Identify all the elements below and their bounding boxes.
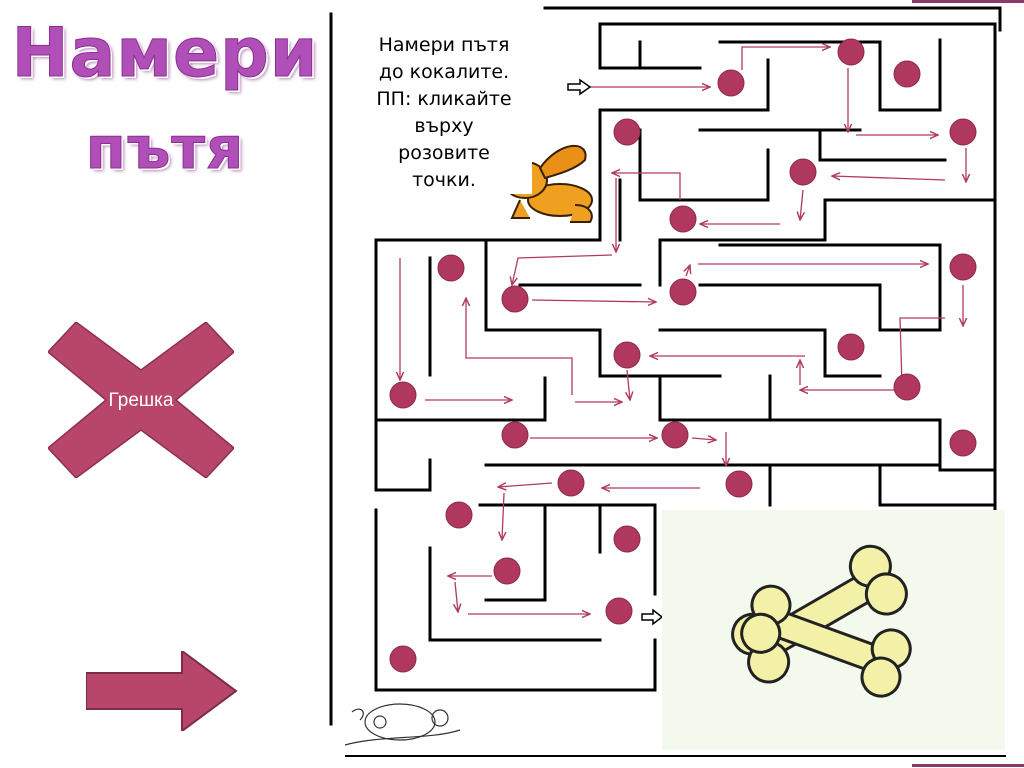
maze-dot[interactable] (445, 501, 473, 529)
maze-dot[interactable] (389, 645, 417, 673)
maze-dot[interactable] (789, 158, 817, 186)
maze-dot[interactable] (669, 205, 697, 233)
finish-arrow-icon (641, 608, 664, 626)
bones-icon (731, 544, 912, 698)
maze-dot[interactable] (613, 341, 641, 369)
title-line-2: пътя (85, 114, 245, 183)
instruction-line: до кокалите. (378, 61, 510, 83)
bottom-rule (912, 764, 1024, 767)
top-rule (912, 0, 1024, 3)
maze-dot[interactable] (613, 118, 641, 146)
maze-dot[interactable] (949, 429, 977, 457)
maze-dot[interactable] (717, 69, 745, 97)
next-arrow-button[interactable] (86, 651, 238, 731)
maze-dot[interactable] (613, 525, 641, 553)
path-arrows (400, 47, 966, 614)
maze-dot[interactable] (837, 38, 865, 66)
title-line-1: Намери (11, 14, 319, 94)
maze-dot[interactable] (389, 381, 417, 409)
instruction-line: върху (414, 115, 474, 137)
maze-dot[interactable] (949, 118, 977, 146)
maze-dot[interactable] (501, 421, 529, 449)
maze-dot[interactable] (725, 470, 753, 498)
maze-dot[interactable] (437, 254, 465, 282)
maze-dot[interactable] (893, 60, 921, 88)
maze-dots (389, 38, 977, 673)
maze-dot[interactable] (557, 469, 585, 497)
error-label: Грешка (108, 390, 174, 411)
top-rule-blank (544, 0, 914, 3)
instructions-text: Намери пътя до кокалите. ПП: кликайте въ… (356, 32, 532, 194)
maze-dot[interactable] (493, 557, 521, 585)
start-arrow-icon (567, 78, 592, 96)
error-x-icon (48, 322, 234, 478)
instruction-line: Намери пътя (378, 34, 510, 56)
maze-dot[interactable] (949, 253, 977, 281)
mascot-doodle (344, 703, 461, 746)
maze-dot[interactable] (605, 597, 633, 625)
instruction-line: ПП: кликайте (376, 88, 512, 110)
instruction-line: точки. (412, 169, 476, 191)
maze-dot[interactable] (837, 333, 865, 361)
maze-dot[interactable] (893, 373, 921, 401)
maze-walls (329, 6, 1006, 757)
maze-dot[interactable] (669, 278, 697, 306)
maze-dot[interactable] (661, 421, 689, 449)
maze-dot[interactable] (501, 285, 529, 313)
instruction-line: розовите (398, 142, 490, 164)
